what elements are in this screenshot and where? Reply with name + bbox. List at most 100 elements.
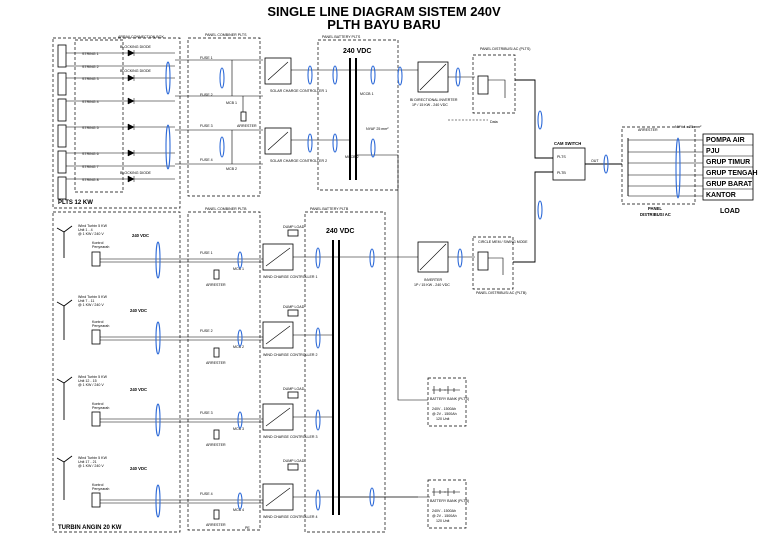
panel-ac-plts-device — [477, 75, 489, 95]
wind-bus-voltage: 240 VDC — [130, 466, 147, 471]
battery-bank-label: BATTERY BANK (PLTB) — [430, 499, 469, 503]
inverter-symbol — [419, 243, 447, 271]
diode-icon — [127, 149, 135, 157]
string-label: STRING 2 — [82, 65, 99, 69]
battery-bank-cells: @ 2V - 1500Ah — [432, 514, 457, 518]
cable-markers — [165, 61, 225, 170]
string-labels: STRING 1 STRING 2 STRING 3 STRING 4 STRI… — [82, 52, 99, 182]
panel-distribusi-ac-arrester: ARRESTER — [638, 128, 658, 132]
load-title: LOAD — [720, 208, 740, 215]
pv-inverter-label: BI DIRECTIONAL INVERTER — [410, 98, 458, 102]
wind-unit-4: Wind Turbin 5 KW Unit 17 - 21 @ 1 KW / 2… — [56, 455, 109, 500]
cam-switch-plts: PLTS — [557, 155, 566, 159]
wind-unit-3: Wind Turbin 5 KW Unit 12 - 15 @ 1 KW / 2… — [56, 375, 109, 420]
array-connection-label: ARRAY CONNECTION BOX — [118, 35, 164, 39]
pltb-combiner-box — [187, 211, 261, 531]
arrester-icon — [213, 509, 220, 520]
panel-ac-plts-wire — [488, 79, 506, 98]
string-label: STRING 7 — [82, 165, 99, 169]
battery-bank-count: 120 Unit — [436, 519, 449, 523]
fuse-label: FUSE 4 — [200, 158, 213, 162]
mcb-label: MCB 3 — [233, 427, 244, 431]
string-label: STRING 1 — [82, 52, 99, 56]
diode-icon — [127, 175, 135, 183]
plts-battery-panel — [317, 39, 399, 191]
mcb-label: MCB 2 — [233, 345, 244, 349]
panel-ac-plts — [472, 54, 516, 114]
cable-markers — [155, 241, 161, 518]
string-wires — [66, 52, 175, 180]
fuse-label: FUSE 2 — [200, 93, 213, 97]
wind-turbine-icon — [56, 299, 73, 340]
cable-markers — [315, 247, 375, 511]
diode-icon — [127, 74, 135, 82]
pltb-fuses: FUSE 1 FUSE 2 FUSE 3 FUSE 4 MCB 1 MCB 2 … — [200, 251, 244, 512]
arrester-label: ARRESTER — [206, 361, 226, 365]
battery-bank-spec: 240V - 1500Ah — [432, 509, 456, 513]
string-label: STRING 3 — [82, 77, 99, 81]
mcb-label: MCB 2 — [226, 167, 237, 171]
string-label: STRING 8 — [82, 178, 99, 182]
battery-bank-plts-link — [397, 300, 428, 401]
dump-load-icon — [287, 463, 299, 471]
battery-bank-pltb — [427, 479, 467, 529]
rectifier-box — [91, 251, 101, 267]
dump-load-label: DUMP LOAD — [283, 387, 305, 391]
fuse-label: FUSE 1 — [200, 56, 213, 60]
wind-bus-voltage: 240 VDC — [130, 308, 147, 313]
controller-symbol — [265, 487, 291, 507]
penyearah-label: Penyearah — [92, 245, 109, 249]
dump-load-icon — [287, 391, 299, 399]
plts-bus-voltage: 240 VDC — [343, 48, 371, 55]
cam-switch[interactable] — [552, 147, 586, 181]
pv-panel-icon — [57, 44, 67, 68]
rectifier-box — [91, 329, 101, 345]
dump-load-icon — [287, 309, 299, 317]
wind-turbine-icon — [56, 455, 73, 500]
load-item: POMPA AIR — [706, 137, 745, 144]
controller-symbol — [267, 131, 289, 151]
data-label: Data — [490, 120, 498, 124]
arrester-icon — [240, 111, 247, 122]
pe-label: PE — [245, 526, 250, 530]
turbine-label: Wind Turbin 5 KW — [78, 295, 108, 299]
plts-combiner-box — [187, 37, 261, 197]
pv-panel-icon — [57, 72, 67, 96]
battery-bank-spec: 240V - 1500Ah — [432, 407, 456, 411]
battery-cells-icon — [432, 386, 460, 394]
dump-load-label: DUMP LOAD — [283, 225, 305, 229]
wind-section-box — [52, 211, 181, 533]
arrester-label: ARRESTER — [206, 443, 226, 447]
panel-ac-pltb — [472, 236, 514, 290]
battery-bank-count: 120 Unit — [436, 417, 449, 421]
panel-ac-pltb-wire — [488, 257, 504, 275]
pltb-combiner-label: PANEL COMBINER PLTB — [205, 207, 247, 211]
penyearah-label: Penyearah — [92, 487, 109, 491]
blocking-diode-label: BLOCKING DIODE — [120, 69, 152, 73]
panel-ac-plts-label: PANEL DISTRIBUSI AC (PLTS) — [480, 47, 530, 51]
pv-panel-icon — [57, 98, 67, 122]
plts-combiner-wires — [175, 59, 263, 165]
controller-symbol — [265, 247, 291, 267]
inverter-symbol — [419, 63, 447, 91]
controller-symbol — [267, 61, 289, 81]
cam-switch-label: CAM SWITCH — [554, 141, 581, 146]
controller-2-label: SOLAR CHARGE CONTROLLER 2 — [270, 159, 327, 163]
string-label: STRING 4 — [82, 100, 99, 104]
arrester-icon — [213, 347, 220, 358]
turbine-unit: Unit 12 - 15 — [78, 379, 97, 383]
pltb-battery-panel-label: PANEL BATTERY PLTB — [310, 207, 349, 211]
mccb-label: MCCB 2 — [345, 155, 359, 159]
wind-inverter-label: INVERTER — [424, 278, 443, 282]
dump-load-label: DUMP LOAD — [283, 305, 305, 309]
kontrol-label: Kontrol — [92, 483, 104, 487]
battery-bank-label: BATTERY BANK (PLTS) — [430, 397, 469, 401]
fuse-label: FUSE 3 — [200, 411, 213, 415]
pltb-arresters: ARRESTER ARRESTER ARRESTER ARRESTER — [206, 269, 226, 527]
load-item: GRUP TIMUR — [706, 159, 750, 166]
controller-label: WIND CHARGE CONTROLLER 2 — [263, 353, 318, 357]
blocking-diodes: BLOCKING DIODE BLOCKING DIODE BLOCKING D… — [120, 45, 152, 183]
battery-bank-cells: @ 2V - 1500Ah — [432, 412, 457, 416]
wind-bus-voltage: 240 VDC — [130, 387, 147, 392]
kontrol-label: Kontrol — [92, 402, 104, 406]
